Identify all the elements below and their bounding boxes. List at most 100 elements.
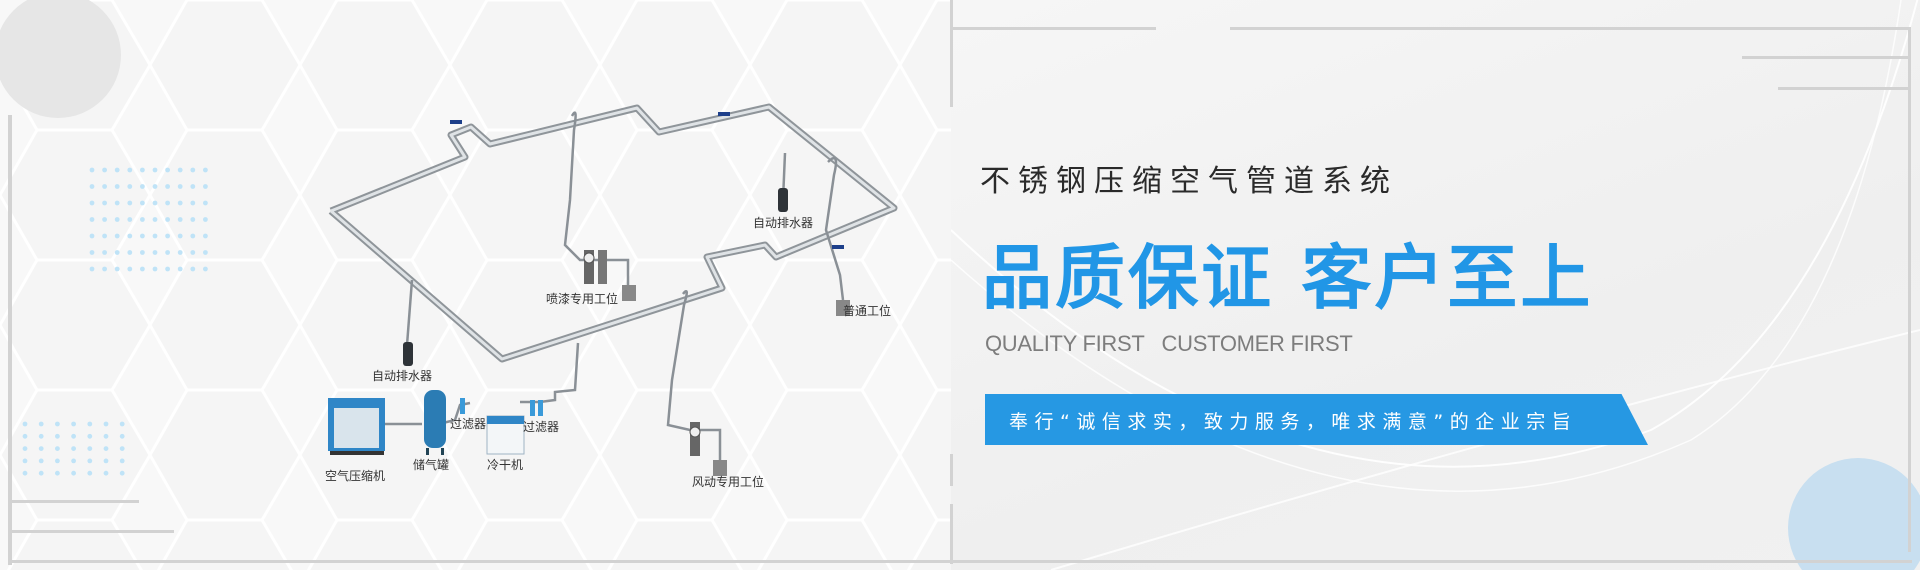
dot — [177, 217, 183, 222]
dot — [165, 266, 171, 272]
dot — [119, 446, 125, 451]
dot — [102, 217, 107, 222]
dot — [55, 421, 60, 427]
dot — [140, 266, 145, 272]
right-panel — [951, 0, 1920, 570]
label-compressor: 空气压缩机 — [325, 468, 385, 483]
dot — [55, 446, 60, 451]
dot — [22, 470, 28, 476]
label-dryer: 冷干机 — [487, 458, 523, 472]
dot — [140, 167, 145, 173]
dot — [140, 200, 145, 206]
dot — [89, 217, 95, 222]
frame-line — [8, 560, 1912, 563]
dot — [190, 184, 196, 189]
dot — [102, 250, 107, 255]
dot — [177, 250, 183, 255]
dot — [87, 446, 93, 451]
english-slogan: QUALITY FIRST CUSTOMER FIRST — [985, 331, 1353, 356]
dot — [177, 266, 183, 272]
dot — [89, 233, 95, 239]
compressor-icon — [328, 398, 385, 455]
dot — [190, 200, 196, 206]
dot — [55, 458, 60, 464]
dot — [89, 250, 95, 255]
dot — [140, 217, 145, 222]
dot — [87, 433, 93, 439]
system-title: 不锈钢压缩空气管道系统 — [980, 164, 1398, 199]
dot — [38, 421, 44, 427]
dot — [190, 266, 196, 272]
dot — [165, 233, 171, 239]
valves — [450, 112, 844, 249]
dot — [38, 446, 44, 451]
dot — [38, 470, 44, 476]
dot — [177, 233, 183, 239]
dot — [152, 167, 158, 173]
dot — [89, 184, 95, 189]
divider — [950, 454, 953, 486]
dot — [177, 167, 183, 173]
dot — [89, 266, 95, 272]
dot — [71, 446, 76, 451]
dot — [119, 421, 125, 427]
dot — [103, 458, 109, 464]
dot — [165, 200, 171, 206]
dot — [127, 167, 133, 173]
headline: 品质保证 客户至上 — [982, 237, 1594, 319]
dot — [22, 458, 28, 464]
dot — [38, 458, 44, 464]
gray-circle — [0, 0, 121, 118]
label-auto-drain-right: 自动排水器 — [753, 216, 813, 230]
label-air-tank: 储气罐 — [413, 457, 449, 472]
air-tank-icon — [424, 390, 446, 455]
mission-text: 奉行“诚信求实，致力服务，唯求满意”的企业宗旨 — [1009, 411, 1578, 433]
dot — [38, 433, 44, 439]
dot — [114, 233, 120, 239]
blue-circle — [1788, 458, 1920, 570]
dot — [190, 217, 196, 222]
dot — [102, 233, 107, 239]
frame-line — [1230, 27, 1910, 30]
dot — [165, 184, 171, 189]
dot — [103, 433, 109, 439]
dot — [152, 250, 158, 255]
dot — [114, 266, 120, 272]
dot — [127, 200, 133, 206]
dot — [114, 184, 120, 189]
dot — [203, 250, 208, 255]
label-normal-station: 普通工位 — [843, 303, 891, 318]
dryer-icon — [486, 415, 525, 455]
dot — [87, 421, 93, 427]
dot — [127, 266, 133, 272]
dot — [103, 446, 109, 451]
dot — [55, 470, 60, 476]
dot — [177, 184, 183, 189]
left-panel — [0, 0, 951, 570]
divider — [950, 504, 953, 564]
dot — [152, 184, 158, 189]
label-filter-2: 过滤器 — [523, 420, 559, 434]
frame-line — [8, 530, 174, 533]
dot — [114, 250, 120, 255]
frame-line — [952, 27, 1156, 30]
filter-icons — [460, 398, 543, 416]
dot — [190, 233, 196, 239]
pipeline-diagram: 喷漆专用工位 自动排水器 普通工位 自动排水器 过滤器 过滤器 空气压缩机 储气… — [325, 103, 898, 489]
dot — [127, 217, 133, 222]
dot — [190, 167, 196, 173]
dot — [203, 217, 208, 222]
dot — [102, 167, 107, 173]
dot — [87, 470, 93, 476]
dot — [114, 200, 120, 206]
dot — [127, 233, 133, 239]
divider — [950, 0, 953, 107]
dot — [71, 458, 76, 464]
dot — [203, 200, 208, 206]
frame-line — [1908, 27, 1911, 552]
dot-grid-top — [89, 167, 208, 272]
dot — [119, 470, 125, 476]
frame-line — [8, 500, 139, 503]
frame-line — [1778, 87, 1910, 90]
